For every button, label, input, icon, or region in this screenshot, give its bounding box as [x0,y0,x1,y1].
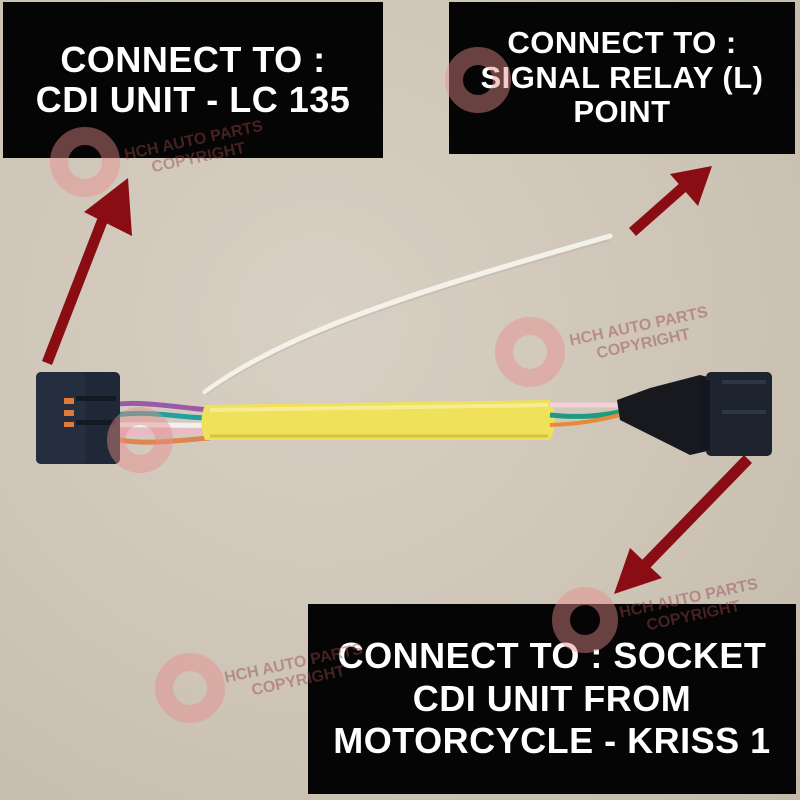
left-connector-socket [36,372,120,464]
label-line: CONNECT TO : [60,38,326,80]
label-line: CONNECT TO : SOCKET [337,635,767,677]
label-line: CDI UNIT FROM [412,677,692,719]
arrow-to-signal-relay [629,166,712,236]
right-connector-plug [700,372,772,456]
electrical-tape [617,375,712,455]
arrow-to-socket [614,455,752,594]
label-line: MOTORCYCLE - KRISS 1 [333,720,771,762]
label-line: POINT [573,94,671,130]
arrow-to-cdi-unit [42,178,132,365]
label-line: CONNECT TO : [507,24,737,60]
label-signal-relay: CONNECT TO : SIGNAL RELAY (L) POINT [449,2,795,154]
white-signal-wire [202,233,613,395]
label-socket: CONNECT TO : SOCKET CDI UNIT FROM MOTORC… [308,604,796,794]
label-line: SIGNAL RELAY (L) [480,59,764,95]
label-cdi-unit: CONNECT TO : CDI UNIT - LC 135 [3,2,383,158]
label-line: CDI UNIT - LC 135 [35,79,351,120]
